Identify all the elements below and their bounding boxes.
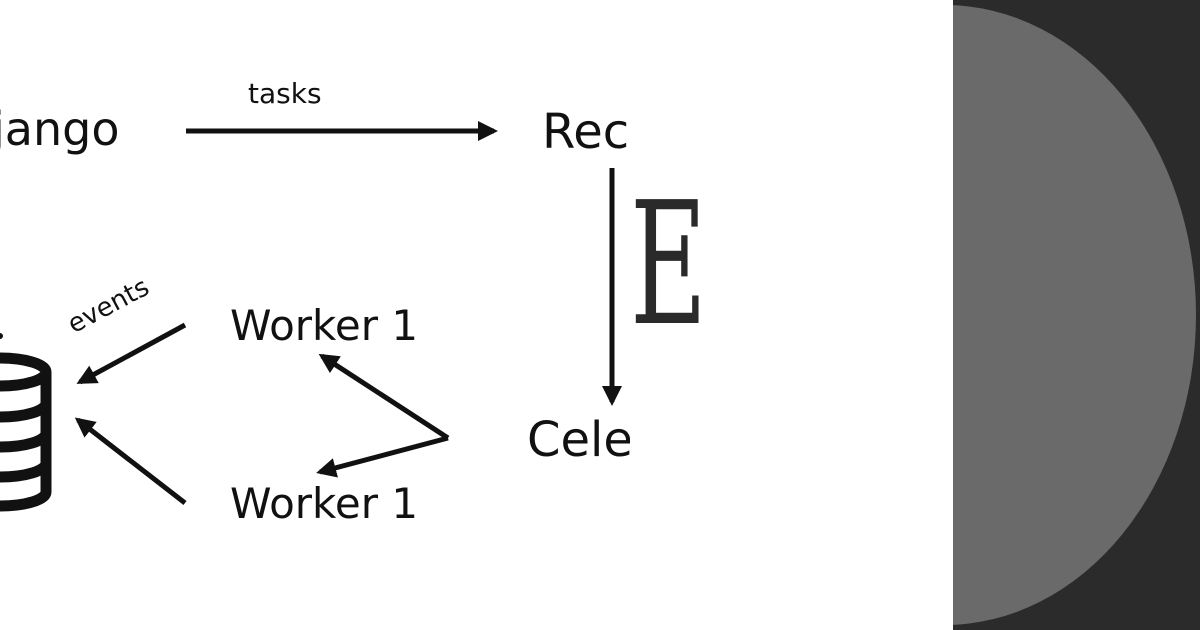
- right-decorative-panel: [953, 0, 1200, 630]
- node-worker-top: Worker 1: [230, 301, 419, 350]
- arrow-celery-to-worker-top: [318, 353, 450, 441]
- arrow-celery-to-worker-bottom: [316, 435, 449, 478]
- logo-e-mark: E: [630, 166, 707, 364]
- node-django: jango: [0, 102, 120, 156]
- decorative-circle: [953, 5, 1196, 625]
- node-redis: Rec: [542, 104, 630, 160]
- arrow-worker-bottom-to-db: [74, 417, 187, 505]
- node-celery: Cele: [527, 412, 630, 468]
- database-icon-tick: [0, 333, 3, 339]
- arrow-events: [76, 322, 187, 385]
- node-celery-clip: Cele: [525, 412, 630, 472]
- node-worker-bottom: Worker 1: [230, 479, 419, 528]
- edge-label-tasks: tasks: [248, 77, 322, 110]
- database-icon: [0, 352, 52, 512]
- node-redis-clip: Rec: [540, 104, 630, 164]
